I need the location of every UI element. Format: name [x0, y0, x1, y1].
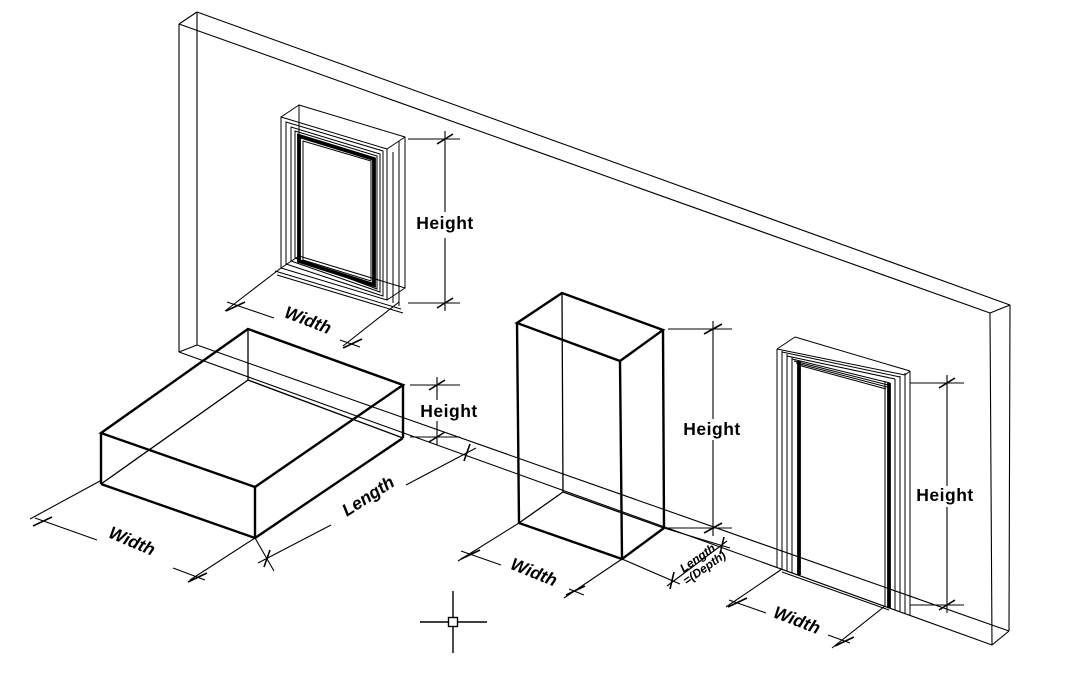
door [776, 336, 911, 615]
wall [178, 11, 1011, 646]
door-head-lines [793, 360, 889, 390]
dim-slab-height: Height [410, 377, 477, 445]
crosshair-cursor [420, 591, 487, 653]
window-glass-edge [302, 140, 372, 282]
dim-slab-width: Width [29, 480, 256, 583]
dim-tallbox-height: Height [668, 321, 740, 536]
tallbox-width-label: Width [508, 554, 560, 591]
door-width-label: Width [771, 602, 823, 638]
window [274, 104, 406, 314]
door-height-label: Height [916, 485, 973, 505]
dim-tallbox-width: Width [457, 522, 623, 599]
slab-length-label: Length [338, 472, 398, 521]
door-threshold [781, 571, 890, 611]
window-height-label: Height [416, 213, 473, 233]
slab-box [98, 327, 406, 540]
dim-window-height: Height [408, 131, 473, 311]
slab-width-label: Width [106, 522, 158, 559]
slab-height-label: Height [420, 401, 477, 421]
dim-door-height: Height [910, 375, 973, 613]
tallbox-height-label: Height [683, 419, 740, 439]
dim-tallbox-length-depth: Length =(Depth) [621, 527, 731, 590]
window-sash-frame [297, 133, 376, 288]
window-width-label: Width [282, 302, 334, 338]
pickbox [447, 616, 459, 628]
window-sill [274, 270, 404, 314]
